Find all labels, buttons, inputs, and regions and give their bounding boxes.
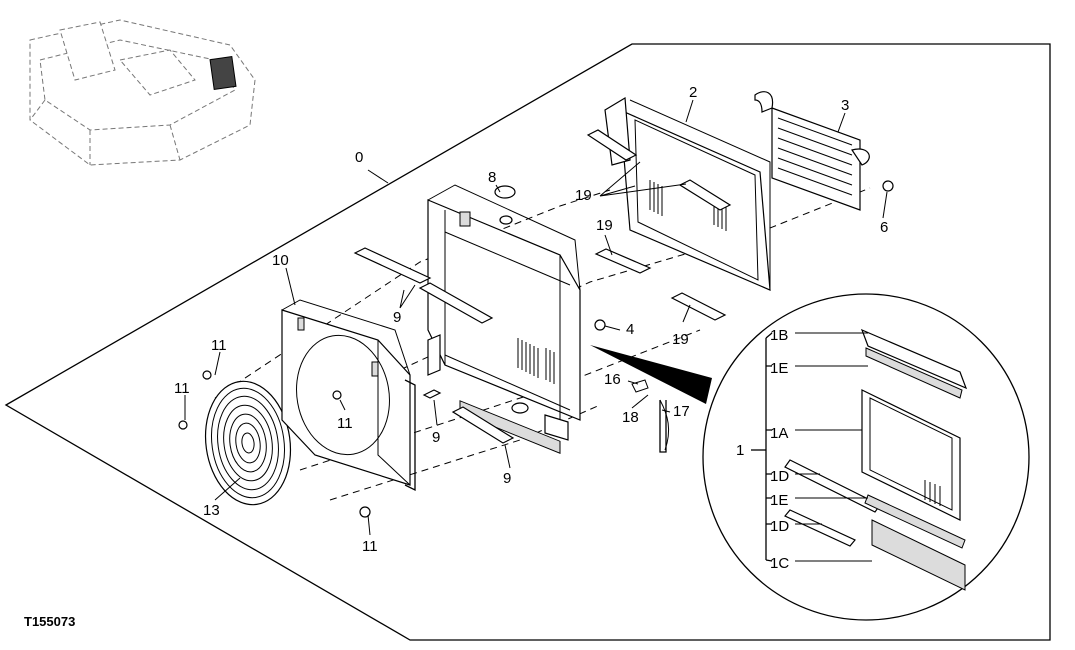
callout-11-bottom: 11	[362, 538, 378, 555]
detail-circle	[702, 293, 1030, 621]
machine-locator-thumbnail	[29, 19, 256, 166]
callout-9-left: 9	[393, 309, 401, 326]
radiator-cap	[494, 185, 516, 199]
callout-18: 18	[622, 409, 639, 426]
radiator-core	[427, 184, 581, 454]
oil-cooler	[754, 91, 870, 211]
detail-leaders	[751, 332, 872, 562]
callout-4: 4	[626, 321, 634, 338]
callout-1A: 1A	[770, 425, 788, 442]
callout-leaders	[184, 99, 888, 536]
callout-13: 13	[203, 502, 220, 519]
callout-3: 3	[841, 97, 849, 114]
callout-1E-lower: 1E	[770, 492, 788, 509]
callout-11-center: 11	[337, 415, 353, 432]
detail-pointer-wedge	[590, 345, 712, 404]
fan-guard	[204, 380, 292, 506]
callout-1C: 1C	[770, 555, 789, 572]
callout-1E-upper: 1E	[770, 360, 788, 377]
callout-19-mid: 19	[596, 217, 613, 234]
callout-16: 16	[604, 371, 621, 388]
hardware-bolts	[178, 180, 894, 518]
callout-8: 8	[488, 169, 496, 186]
callout-6: 6	[880, 219, 888, 236]
callout-11-left: 11	[174, 380, 190, 397]
callout-0: 0	[355, 149, 363, 166]
callout-10: 10	[272, 252, 289, 269]
callout-9-bottom: 9	[503, 470, 511, 487]
callout-19-top: 19	[575, 187, 592, 204]
callout-17: 17	[673, 403, 690, 420]
figure-reference-id: T155073	[24, 614, 75, 629]
seal-strips	[353, 129, 732, 444]
callout-19-right: 19	[672, 331, 689, 348]
callout-9-mid: 9	[432, 429, 440, 446]
callout-11-top: 11	[211, 337, 227, 354]
assembly-boundary	[4, 43, 1051, 641]
cooler-fin-hatching	[649, 180, 727, 231]
callout-1: 1	[736, 442, 744, 459]
callout-1B: 1B	[770, 327, 788, 344]
core-fin-hatching	[517, 338, 555, 384]
callout-2: 2	[689, 84, 697, 101]
callout-1D-upper: 1D	[770, 468, 789, 485]
callout-1D-lower: 1D	[770, 518, 789, 535]
fan-shroud	[281, 299, 416, 492]
